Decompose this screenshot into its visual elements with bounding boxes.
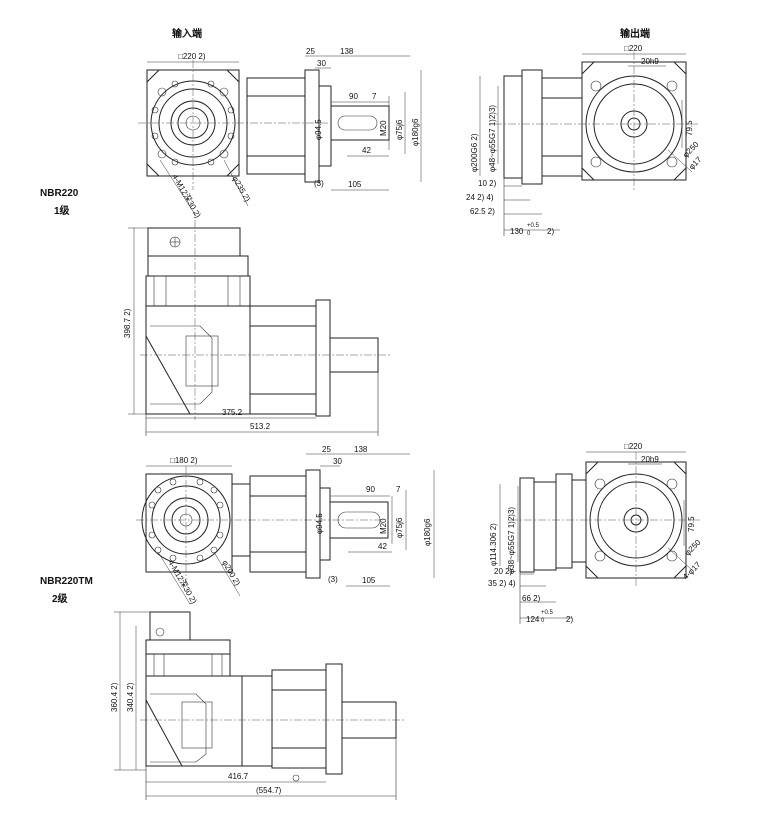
m1-side-height: 398.7 2) (123, 308, 132, 338)
m2-in-138: 138 (354, 445, 368, 454)
m1-in-m20: M20 (379, 120, 388, 136)
m2-out-tol: +0.5 (541, 610, 554, 616)
m1-in-90: 90 (349, 92, 358, 101)
m1-side-len1: 375.2 (222, 408, 243, 417)
m1-out-10: 10 2) (478, 179, 497, 188)
model2-side-view: 360.4 2) 340.4 2) 416.7 (554.7) (110, 611, 404, 800)
m2-in-30: 30 (333, 457, 342, 466)
heading-output-end: 输出端 (620, 27, 650, 40)
m2-side-len1: 416.7 (228, 772, 249, 781)
m2-in-75: φ75j6 (395, 517, 404, 538)
model-stage-1: 1级 (54, 204, 71, 217)
m2-in-shaft: φ94.5 (315, 513, 324, 534)
model-name-1: NBR220 (40, 188, 79, 199)
m1-in-30: 30 (317, 59, 326, 68)
m1-in-7: 7 (372, 92, 377, 101)
m1-out-24: 24 2) 4) (466, 193, 494, 202)
m2-in-pcd: φ200 2) (220, 559, 242, 588)
m2-out-35: 35 2) 4) (488, 579, 516, 588)
model-stage-2: 2级 (52, 592, 69, 605)
m1-in-180: φ180g6 (411, 118, 420, 146)
model1-side-view: 398.7 2) 375.2 513.2 (123, 220, 390, 436)
m1-in-25: 25 (306, 47, 315, 56)
m1-in-105: 105 (348, 180, 362, 189)
m1-out-tol0: 0 (527, 231, 531, 237)
m1-in-3: (3) (314, 179, 324, 188)
m2-out-79: 79.5 (687, 516, 696, 532)
m2-in-25: 25 (322, 445, 331, 454)
m2-in-square: □180 2) (170, 456, 198, 465)
m1-out-note: 2) (547, 227, 554, 236)
m2-side-len2: (554.7) (256, 786, 282, 795)
m2-out-20: 20 2) (494, 567, 513, 576)
model-name-2: NBR220TM (40, 576, 93, 587)
model1-input-view: □220 2) 25 138 30 90 7 M20 φ94.5 φ75j6 φ… (138, 47, 422, 220)
m2-side-h1: 360.4 2) (110, 682, 119, 712)
m1-out-130: 130 (510, 227, 524, 236)
m1-out-tol: +0.5 (527, 223, 540, 229)
heading-input-end: 输入端 (172, 27, 202, 40)
m1-out-200: φ200G6 2) (470, 133, 479, 172)
m1-out-key: 20h9 (641, 57, 659, 66)
m1-in-75: φ75j6 (395, 119, 404, 140)
m2-in-m20: M20 (379, 518, 388, 534)
m1-out-62: 62.5 2) (470, 207, 495, 216)
model1-output-view: □220 20h9 79.5 φ250 φ17 φ200G6 2) φ48~φ5… (466, 44, 704, 237)
m1-out-79: 79.5 (685, 120, 694, 136)
m2-out-square: □220 (624, 442, 643, 451)
m2-in-105: 105 (362, 576, 376, 585)
m2-in-bolt: 4-M12深30 2) (166, 559, 198, 606)
m1-in-bolt: 4-M12深30 2) (170, 173, 202, 220)
m2-in-90: 90 (366, 485, 375, 494)
m2-out-124: 124 (526, 615, 540, 624)
m1-out-square: □220 (624, 44, 643, 53)
m1-side-len2: 513.2 (250, 422, 271, 431)
m2-out-66: 66 2) (522, 594, 541, 603)
m2-out-114: φ114.306 2) (489, 523, 498, 566)
m2-out-38: φ38~φ55G7 1)2)3) (507, 507, 516, 574)
m1-in-shaft: φ94.5 (314, 119, 323, 140)
model2-output-view: □220 20h9 79.5 φ250 4-φ17 φ114.306 2) φ3… (488, 442, 703, 624)
m2-out-key: 20h9 (641, 455, 659, 464)
m2-out-note: 2) (566, 615, 573, 624)
m1-out-48: φ48~φ55G7 1)2)3) (488, 105, 497, 172)
m1-in-pcd: φ235 2) (230, 175, 252, 204)
m2-in-180: φ180g6 (423, 518, 432, 546)
m1-in-42: 42 (362, 146, 371, 155)
model2-input-view: □180 2) 25 138 30 90 7 M20 φ94.5 φ75j6 φ… (136, 445, 435, 606)
m2-out-tol0: 0 (541, 618, 545, 624)
m2-in-3: (3) (328, 575, 338, 584)
m1-in-138: 138 (340, 47, 354, 56)
m2-in-7: 7 (396, 485, 401, 494)
m2-side-h2: 340.4 2) (126, 682, 135, 712)
m1-in-square: □220 2) (178, 52, 206, 61)
m2-in-42: 42 (378, 542, 387, 551)
